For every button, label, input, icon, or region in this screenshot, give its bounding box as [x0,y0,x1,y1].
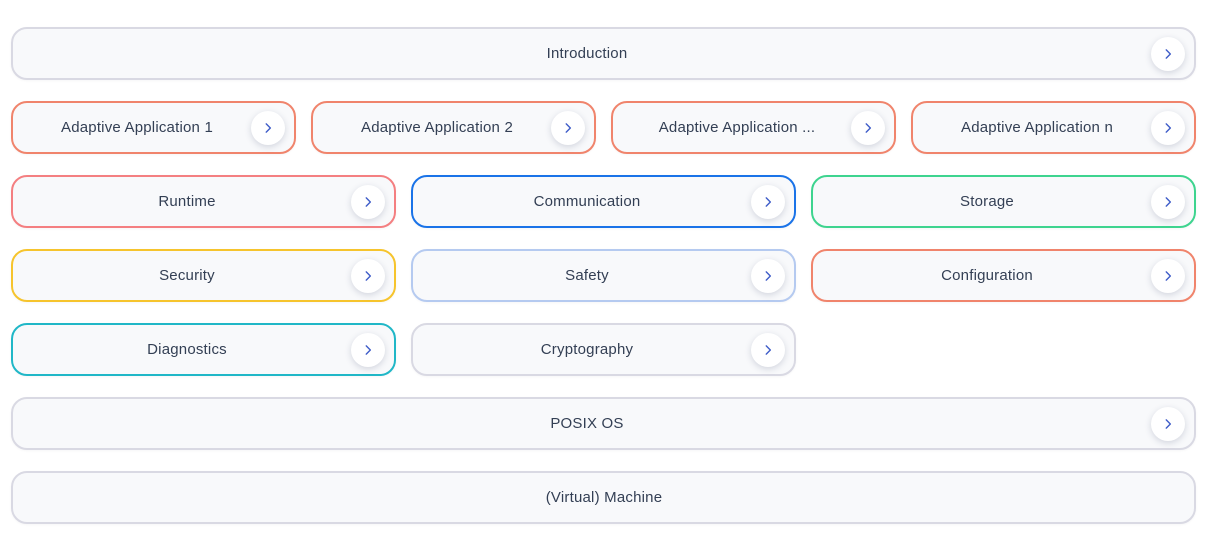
card-cryptography-label: Cryptography [540,341,634,358]
chevron-right-icon[interactable] [351,332,385,367]
row-security-safety-configuration: Security Safety Configuration [11,249,1196,302]
card-communication[interactable]: Communication [411,175,796,228]
card-virtual-machine-label: (Virtual) Machine [545,489,663,506]
card-storage-label: Storage [960,193,1014,210]
card-adaptive-application-n-label: Adaptive Application n [960,119,1113,136]
card-security[interactable]: Security [11,249,396,302]
card-posix-os-label: POSIX OS [550,415,624,432]
card-adaptive-application-1[interactable]: Adaptive Application 1 [11,101,296,154]
card-communication-label: Communication [533,193,641,210]
chevron-right-icon[interactable] [251,110,285,145]
row-adaptive-applications: Adaptive Application 1 Adaptive Applicat… [11,101,1196,154]
card-runtime-label: Runtime [158,193,216,210]
card-security-label: Security [159,267,215,284]
card-diagnostics[interactable]: Diagnostics [11,323,396,376]
card-adaptive-application-n[interactable]: Adaptive Application n [911,101,1196,154]
card-posix-os[interactable]: POSIX OS [11,397,1196,450]
chevron-right-icon[interactable] [1151,406,1185,441]
card-introduction[interactable]: Introduction [11,27,1196,80]
card-configuration-label: Configuration [941,267,1033,284]
row-introduction: Introduction [11,27,1196,80]
card-safety[interactable]: Safety [411,249,796,302]
chevron-right-icon[interactable] [351,258,385,293]
row-runtime-communication-storage: Runtime Communication Storage [11,175,1196,228]
card-adaptive-application-1-label: Adaptive Application 1 [60,119,213,136]
chevron-right-icon[interactable] [751,332,785,367]
chevron-right-icon[interactable] [1151,184,1185,219]
chevron-right-icon[interactable] [751,184,785,219]
card-storage[interactable]: Storage [811,175,1196,228]
layer-stack: Introduction Adaptive Application 1 Adap… [11,27,1196,524]
chevron-right-icon[interactable] [551,110,585,145]
chevron-right-icon[interactable] [1151,258,1185,293]
card-virtual-machine[interactable]: (Virtual) Machine [11,471,1196,524]
row-posix-os: POSIX OS [11,397,1196,450]
card-safety-label: Safety [565,267,609,284]
card-adaptive-application-ellipsis-label: Adaptive Application ... [658,119,816,136]
card-introduction-label: Introduction [546,45,628,62]
chevron-right-icon[interactable] [1151,110,1185,145]
card-adaptive-application-2[interactable]: Adaptive Application 2 [311,101,596,154]
card-cryptography[interactable]: Cryptography [411,323,796,376]
card-runtime[interactable]: Runtime [11,175,396,228]
chevron-right-icon[interactable] [1151,36,1185,71]
chevron-right-icon[interactable] [351,184,385,219]
card-adaptive-application-2-label: Adaptive Application 2 [360,119,513,136]
chevron-right-icon[interactable] [851,110,885,145]
row-virtual-machine: (Virtual) Machine [11,471,1196,524]
card-adaptive-application-ellipsis[interactable]: Adaptive Application ... [611,101,896,154]
chevron-right-icon[interactable] [751,258,785,293]
row-diagnostics-cryptography: Diagnostics Cryptography [11,323,1196,376]
card-configuration[interactable]: Configuration [811,249,1196,302]
card-diagnostics-label: Diagnostics [147,341,227,358]
